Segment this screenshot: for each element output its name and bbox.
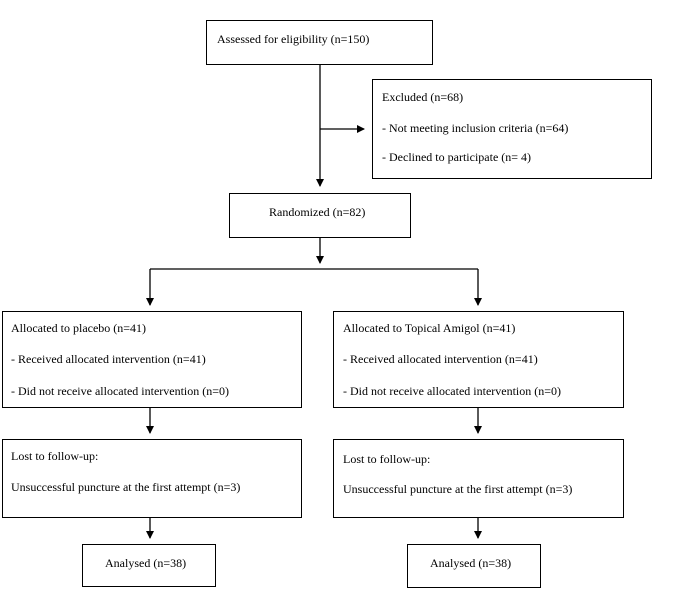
randomized-label: Randomized (n=82) [269, 205, 366, 219]
assessed-box: Assessed for eligibility (n=150) [206, 20, 433, 65]
amigol-analysed-label: Analysed (n=38) [430, 556, 512, 570]
excluded-box: Excluded (n=68) - Not meeting inclusion … [372, 79, 652, 179]
amigol-analysed-box: Analysed (n=38) [407, 544, 541, 588]
assessed-label: Assessed for eligibility (n=150) [217, 32, 370, 46]
excluded-item-criteria: - Not meeting inclusion criteria (n=64) [382, 121, 569, 135]
placebo-lost-title: Lost to follow-up: [11, 449, 99, 463]
amigol-allocated-label: Allocated to Topical Amigol (n=41) [343, 321, 516, 335]
amigol-received-label: - Received allocated intervention (n=41) [343, 352, 538, 366]
placebo-analysed-box: Analysed (n=38) [82, 544, 216, 587]
placebo-allocation-box: Allocated to placebo (n=41) - Received a… [2, 311, 302, 408]
excluded-title: Excluded (n=68) [382, 90, 464, 104]
placebo-received-label: - Received allocated intervention (n=41) [11, 352, 206, 366]
excluded-item-declined: - Declined to participate (n= 4) [382, 150, 532, 164]
placebo-lost-detail: Unsuccessful puncture at the first attem… [11, 480, 241, 494]
placebo-analysed-label: Analysed (n=38) [105, 556, 187, 570]
placebo-not-received-label: - Did not receive allocated intervention… [11, 384, 230, 398]
amigol-allocation-box: Allocated to Topical Amigol (n=41) - Rec… [333, 311, 624, 408]
amigol-lost-box: Lost to follow-up: Unsuccessful puncture… [333, 439, 624, 518]
placebo-lost-box: Lost to follow-up: Unsuccessful puncture… [2, 439, 302, 518]
placebo-allocated-label: Allocated to placebo (n=41) [11, 321, 147, 335]
amigol-lost-detail: Unsuccessful puncture at the first attem… [343, 482, 573, 496]
amigol-lost-title: Lost to follow-up: [343, 452, 431, 466]
randomized-box: Randomized (n=82) [229, 193, 411, 238]
amigol-not-received-label: - Did not receive allocated intervention… [343, 384, 562, 398]
